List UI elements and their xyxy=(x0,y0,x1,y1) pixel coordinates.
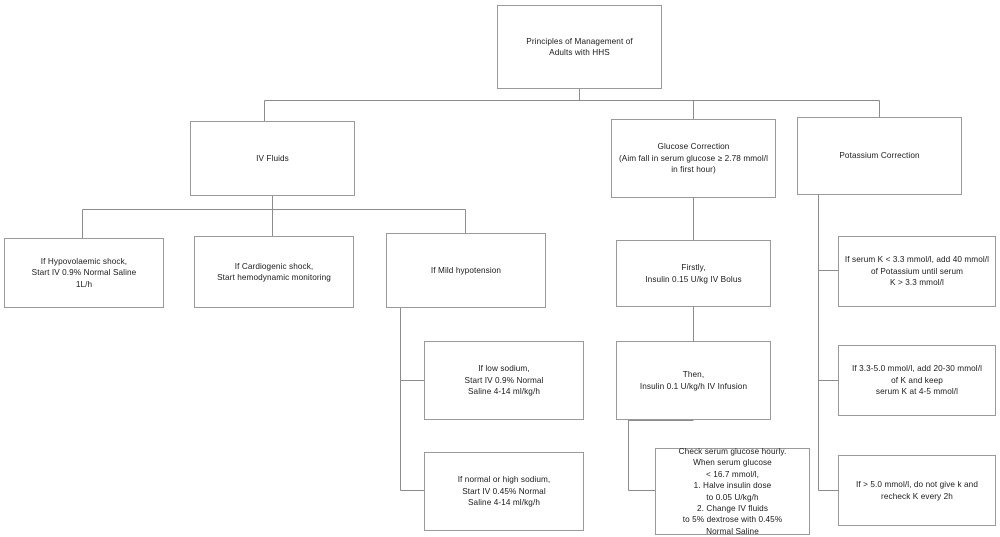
node-glucose-correction[interactable]: Glucose Correction (Aim fall in serum gl… xyxy=(611,119,776,198)
node-mild-hypotension-label: If Mild hypotension xyxy=(430,265,502,275)
node-k-low[interactable]: If serum K < 3.3 mmol/l, add 40 mmol/l o… xyxy=(838,236,996,307)
node-glucose-monitoring-label: Check serum glucose hourly. When serum g… xyxy=(678,446,787,536)
node-root[interactable]: Principles of Management of Adults with … xyxy=(497,5,662,89)
node-glucose-correction-label: Glucose Correction (Aim fall in serum gl… xyxy=(618,142,769,175)
node-low-sodium[interactable]: If low sodium, Start IV 0.9% Normal Sali… xyxy=(424,341,584,420)
node-root-label: Principles of Management of Adults with … xyxy=(526,36,633,57)
node-insulin-bolus-label: Firstly, Insulin 0.15 U/kg IV Bolus xyxy=(645,263,742,284)
node-insulin-infusion-label: Then, Insulin 0.1 U/kg/h IV Infusion xyxy=(639,370,748,391)
node-hypovolaemic-shock[interactable]: If Hypovolaemic shock, Start IV 0.9% Nor… xyxy=(4,238,164,308)
node-potassium-correction-label: Potassium Correction xyxy=(839,151,920,161)
node-insulin-bolus[interactable]: Firstly, Insulin 0.15 U/kg IV Bolus xyxy=(616,240,771,307)
node-normal-high-sodium[interactable]: If normal or high sodium, Start IV 0.45%… xyxy=(424,452,584,531)
node-k-low-label: If serum K < 3.3 mmol/l, add 40 mmol/l o… xyxy=(844,255,990,288)
node-k-high-label: If > 5.0 mmol/l, do not give k and reche… xyxy=(856,480,978,501)
node-cardiogenic-shock[interactable]: If Cardiogenic shock, Start hemodynamic … xyxy=(194,236,354,308)
node-cardiogenic-shock-label: If Cardiogenic shock, Start hemodynamic … xyxy=(217,261,331,282)
node-hypovolaemic-shock-label: If Hypovolaemic shock, Start IV 0.9% Nor… xyxy=(31,256,137,289)
node-k-mid[interactable]: If 3.3-5.0 mmol/l, add 20-30 mmol/l of K… xyxy=(838,345,996,416)
node-k-high[interactable]: If > 5.0 mmol/l, do not give k and reche… xyxy=(838,455,996,526)
node-mild-hypotension[interactable]: If Mild hypotension xyxy=(386,233,546,308)
node-normal-high-sodium-label: If normal or high sodium, Start IV 0.45%… xyxy=(457,475,551,508)
node-iv-fluids[interactable]: IV Fluids xyxy=(190,121,355,196)
node-low-sodium-label: If low sodium, Start IV 0.9% Normal Sali… xyxy=(464,364,544,397)
node-iv-fluids-label: IV Fluids xyxy=(256,153,289,163)
node-k-mid-label: If 3.3-5.0 mmol/l, add 20-30 mmol/l of K… xyxy=(851,364,982,397)
node-potassium-correction[interactable]: Potassium Correction xyxy=(797,117,962,195)
node-insulin-infusion[interactable]: Then, Insulin 0.1 U/kg/h IV Infusion xyxy=(616,341,771,420)
node-glucose-monitoring[interactable]: Check serum glucose hourly. When serum g… xyxy=(655,446,810,536)
